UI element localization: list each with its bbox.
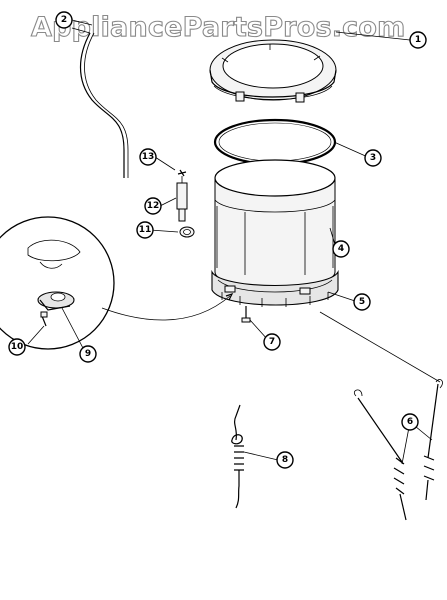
callout-2: 2 <box>55 11 73 29</box>
callout-5: 5 <box>353 293 371 311</box>
callout-11-label: 11 <box>139 225 152 235</box>
callout-9-label: 9 <box>85 349 91 359</box>
callout-4: 4 <box>332 240 350 258</box>
callout-6-label: 6 <box>407 417 413 427</box>
callout-2-label: 2 <box>61 15 67 25</box>
part-tub <box>214 159 336 288</box>
callout-10: 10 <box>8 338 26 356</box>
callout-9: 9 <box>79 345 97 363</box>
part-screw-7 <box>241 306 251 323</box>
callout-10-label: 10 <box>11 342 24 352</box>
part-hose <box>71 27 129 178</box>
part-gasket <box>213 118 337 166</box>
callout-12: 12 <box>144 197 162 215</box>
callout-1: 1 <box>409 31 427 49</box>
watermark-text: AppliancePartsPros.com <box>31 12 405 43</box>
callout-7: 7 <box>263 333 281 351</box>
part-tub-ring <box>209 39 337 103</box>
callout-5-label: 5 <box>359 297 365 307</box>
callout-13: 13 <box>139 148 157 166</box>
part-suspension-rods <box>319 311 443 521</box>
callout-8: 8 <box>276 451 294 469</box>
callout-4-label: 4 <box>338 244 344 254</box>
callout-3: 3 <box>364 149 382 167</box>
callout-8-label: 8 <box>282 455 288 465</box>
callout-6: 6 <box>401 413 419 431</box>
callout-11: 11 <box>136 221 154 239</box>
callout-7-label: 7 <box>269 337 275 347</box>
part-tub-base <box>211 269 339 307</box>
part-pressure-dome <box>176 169 195 238</box>
callout-1-label: 1 <box>415 35 421 45</box>
callout-13-label: 13 <box>142 152 155 162</box>
callout-3-label: 3 <box>370 153 376 163</box>
detail-inset <box>0 216 234 350</box>
part-spring-8 <box>231 404 244 509</box>
callout-12-label: 12 <box>147 201 160 211</box>
